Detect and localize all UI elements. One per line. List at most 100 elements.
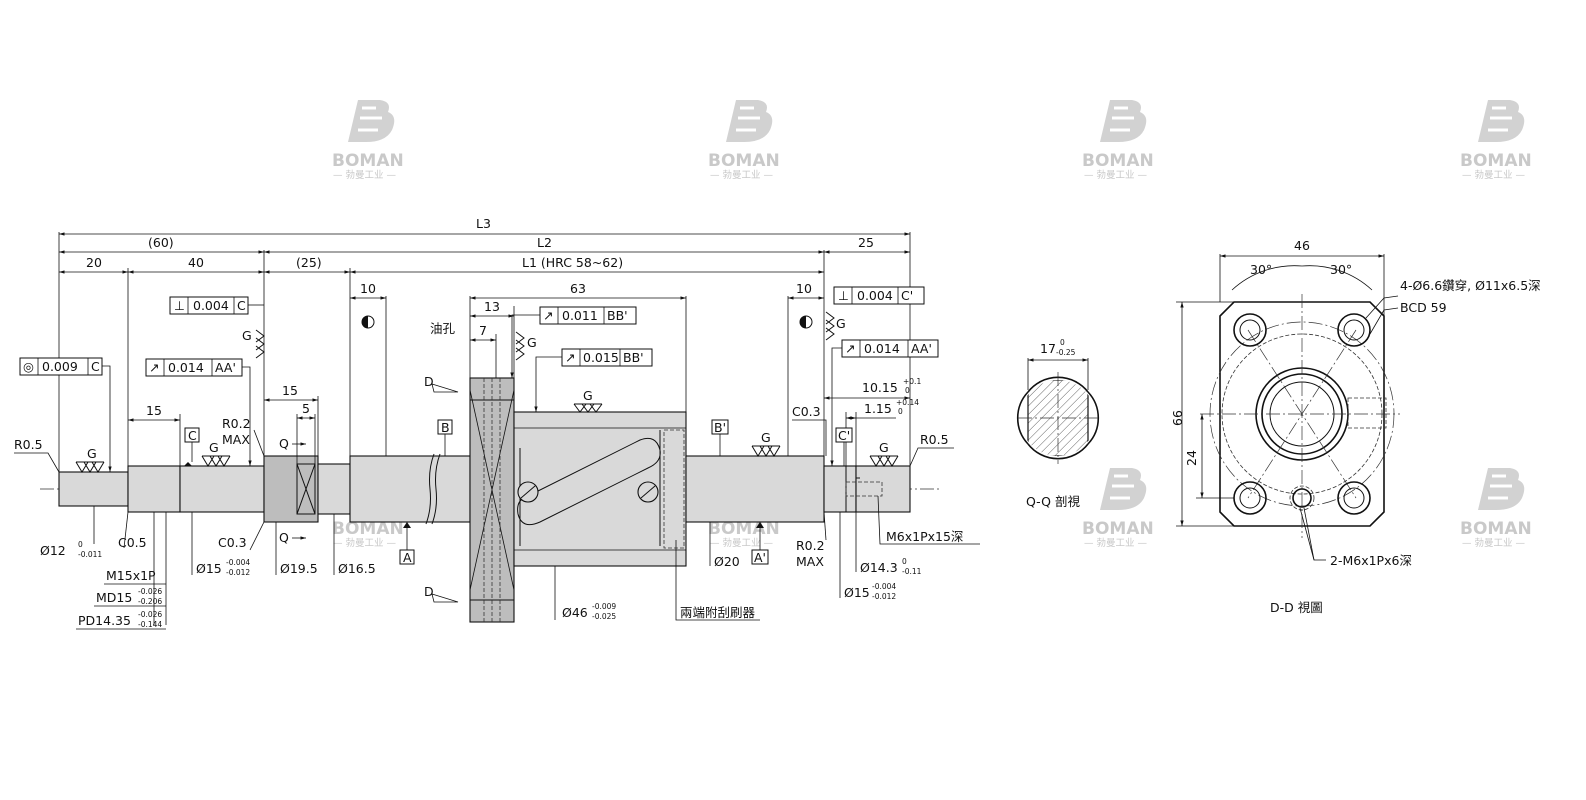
svg-text:-0.009: -0.009 <box>592 602 616 611</box>
gdt-perp-c <box>169 296 249 315</box>
svg-text:-0.025: -0.025 <box>592 612 616 621</box>
wiper-label: 兩端附刮刷器 <box>680 605 756 620</box>
gdt-perp-cp <box>833 286 925 305</box>
surface-finish-marks: G G G G G G G G C B B' C' A A' <box>75 311 899 603</box>
watermark-sub: — 勃曼工业 — <box>1084 537 1148 549</box>
ground-finish-icon <box>869 455 899 467</box>
dim-l3-label: L3 <box>476 216 491 231</box>
watermark-brand: BOMAN <box>1082 151 1154 171</box>
dim-63-label: 63 <box>570 281 586 296</box>
watermark-logo <box>1476 466 1526 512</box>
svg-text:0.004: 0.004 <box>193 298 229 313</box>
dia15-left-label: Ø15 <box>196 561 222 576</box>
qq-title: Q-Q 剖視 <box>1026 494 1080 509</box>
dd-dim-24: 24 <box>1184 450 1199 466</box>
svg-text:C: C <box>188 428 197 443</box>
svg-text:G: G <box>527 335 537 350</box>
svg-text:0: 0 <box>898 407 903 416</box>
svg-text:-0.026: -0.026 <box>138 610 162 619</box>
svg-text:AA': AA' <box>911 341 932 356</box>
svg-text:B: B <box>441 420 450 435</box>
svg-text:-0.011: -0.011 <box>78 550 102 559</box>
gdt-concentricity <box>19 357 103 376</box>
svg-text:↗: ↗ <box>565 350 575 365</box>
max-left: MAX <box>222 432 250 447</box>
ballscrew-shaft <box>40 377 940 623</box>
ground-finish-icon <box>515 331 525 361</box>
dim-15b-label: 15 <box>282 383 298 398</box>
dd-angle-1: 30° <box>1250 262 1272 277</box>
flat-q-section <box>296 463 316 515</box>
dim-l1-label: L1 (HRC 58~62) <box>522 255 623 270</box>
gdt-runout-left <box>145 358 243 377</box>
svg-text:⊥: ⊥ <box>174 298 185 313</box>
gdt-runout-right <box>841 339 939 358</box>
svg-text:-0.004: -0.004 <box>226 558 250 567</box>
qq-dim-17: 17 <box>1040 341 1056 356</box>
journal-d12 <box>58 471 129 507</box>
wiper-outline <box>663 429 685 549</box>
dim-115-label: 1.15 <box>864 401 892 416</box>
svg-text:AA': AA' <box>215 360 236 375</box>
watermark-brand: BOMAN <box>1460 151 1532 171</box>
break-mark <box>425 453 441 525</box>
return-tube <box>517 437 661 526</box>
svg-text:↗: ↗ <box>543 308 553 323</box>
screw-shaft-right <box>685 455 825 523</box>
watermark-brand: BOMAN <box>332 519 404 539</box>
svg-text:G: G <box>583 388 593 403</box>
watermark-logo <box>346 98 396 144</box>
dim-25p-label: (25) <box>296 255 322 270</box>
svg-text:BB': BB' <box>607 308 628 323</box>
dim-60-label: (60) <box>148 235 174 250</box>
c03-right: C0.3 <box>792 404 821 419</box>
svg-text:B': B' <box>714 420 726 435</box>
dim-l2-label: L2 <box>537 235 552 250</box>
r02-right: R0.2 <box>796 538 825 553</box>
dd-flange-view: 46 30° 30° 66 24 4-Ø6.6鑽穿, Ø11x6.5深 BCD … <box>1170 238 1541 615</box>
thread-m15 <box>127 465 181 513</box>
section-q-top: Q <box>279 436 289 451</box>
svg-text:-0.11: -0.11 <box>902 567 922 576</box>
svg-text:C: C <box>91 359 100 374</box>
svg-text:C': C' <box>901 288 913 303</box>
dd-title: D-D 視圖 <box>1270 600 1323 615</box>
watermark-group: BOMAN — 勃曼工业 — BOMAN — 勃曼工业 — BOMAN — 勃曼… <box>332 98 1532 549</box>
m15-label: M15x1P <box>106 568 156 583</box>
svg-text:0.009: 0.009 <box>42 359 78 374</box>
svg-text:0: 0 <box>78 540 83 549</box>
svg-text:-0.206: -0.206 <box>138 597 162 606</box>
watermark-brand: BOMAN <box>1460 519 1532 539</box>
svg-text:0.011: 0.011 <box>562 308 598 323</box>
svg-text:C: C <box>237 298 246 313</box>
svg-text:G: G <box>836 316 846 331</box>
ground-finish-icon <box>825 311 835 341</box>
svg-text:◎: ◎ <box>23 359 34 374</box>
leader-annotations: R0.5 R0.2 MAX R0.5 C0.3 C0.5 C0.3 Ø12 0 … <box>14 404 980 630</box>
dd-dim-66: 66 <box>1170 410 1185 426</box>
section-d-bot: D <box>424 584 434 599</box>
dim-20-label: 20 <box>86 255 102 270</box>
svg-text:0.015: 0.015 <box>583 350 619 365</box>
svg-text:BB': BB' <box>623 350 644 365</box>
main-dimensions: L3 (60) L2 25 20 40 (25) L1 (HRC 58~62) … <box>58 216 921 472</box>
dd-mount-hole <box>1337 481 1371 515</box>
dd-tap-note: 2-M6x1Px6深 <box>1330 553 1412 568</box>
dd-mount-hole <box>1337 313 1371 347</box>
svg-text:⊥: ⊥ <box>838 288 849 303</box>
dim-13-label: 13 <box>484 299 500 314</box>
dim-40-label: 40 <box>188 255 204 270</box>
qq-section-view: 17 0 -0.25 Q-Q 剖視 <box>1016 338 1100 509</box>
watermark-logo <box>1098 98 1148 144</box>
md15-label: MD15 <box>96 590 132 605</box>
dia20-label: Ø20 <box>714 554 740 569</box>
watermark-brand: BOMAN <box>708 151 780 171</box>
watermark-sub: — 勃曼工业 — <box>333 169 397 181</box>
section-d-top: D <box>424 374 434 389</box>
watermark-brand: BOMAN <box>1082 519 1154 539</box>
gdt-frames: ⊥ 0.004 C ◎ 0.009 C ↗ 0.014 AA' ↗ 0.011 … <box>19 286 939 472</box>
svg-text:A: A <box>403 550 412 565</box>
dim-10-right-label: 10 <box>796 281 812 296</box>
svg-text:G: G <box>242 328 252 343</box>
ground-finish-icon <box>255 329 265 359</box>
